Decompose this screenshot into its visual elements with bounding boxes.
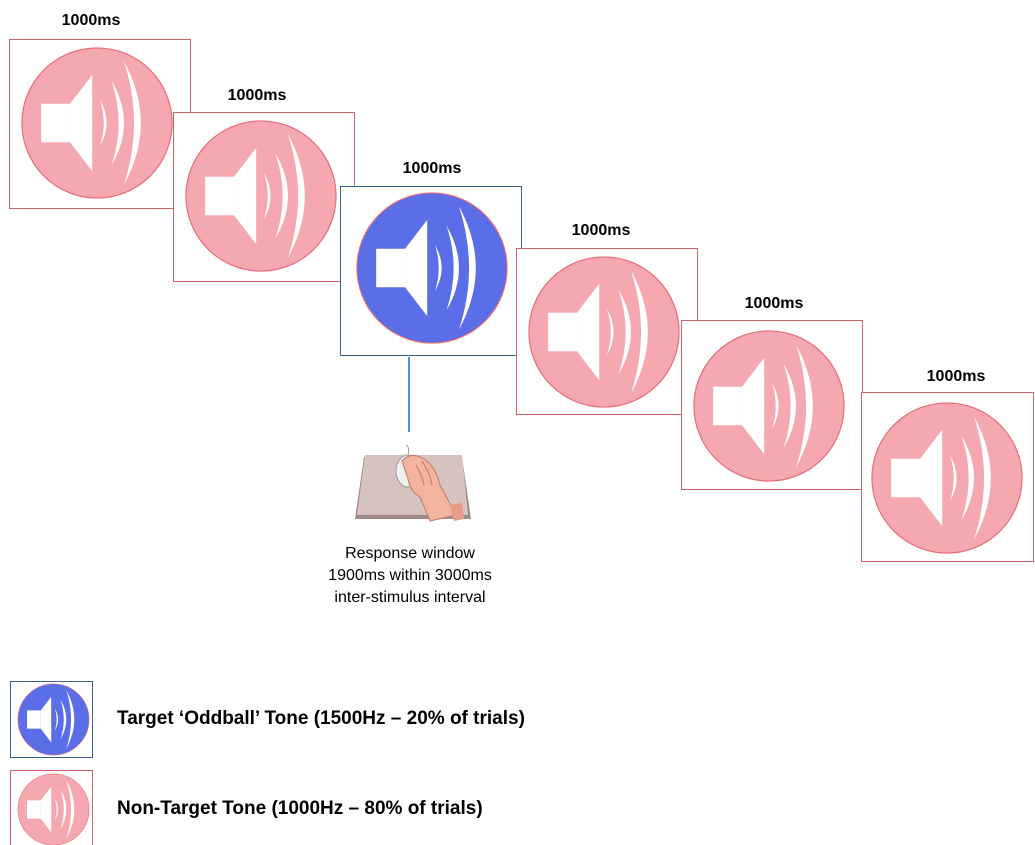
stimulus-2-frame [173,112,355,282]
response-line-2: 1900ms within 3000ms [328,567,492,584]
legend-target-swatch [10,681,93,758]
stimulus-3-duration: 1000ms [402,160,462,177]
mouse-hand-icon [355,445,471,522]
legend-target-label: Target ‘Oddball’ Tone (1500Hz – 20% of t… [117,708,525,729]
response-line-1: Response window [345,545,475,562]
response-connector-line [408,357,410,432]
speaker-icon [184,119,338,273]
response-line-3: inter-stimulus interval [334,589,486,606]
speaker-icon [17,773,90,845]
speaker-icon [527,255,681,409]
stimulus-6-frame [861,392,1034,562]
speaker-icon [17,683,90,756]
stimulus-1-duration: 1000ms [61,12,121,29]
speaker-icon [870,401,1024,555]
stimulus-5-duration: 1000ms [744,295,804,312]
speaker-icon [355,191,509,345]
stimulus-3-frame [340,186,522,356]
stimulus-4-frame [516,248,698,415]
stimulus-6-duration: 1000ms [926,368,986,385]
legend-nontarget-label: Non-Target Tone (1000Hz – 80% of trials) [117,798,483,819]
legend-nontarget-swatch [10,770,93,845]
stimulus-1-frame [9,39,191,209]
speaker-icon [20,46,174,200]
stimulus-2-duration: 1000ms [227,87,287,104]
stimulus-4-duration: 1000ms [571,222,631,239]
response-window-text: Response window 1900ms within 3000ms int… [300,543,520,609]
stimulus-5-frame [681,320,863,490]
speaker-icon [692,329,846,483]
